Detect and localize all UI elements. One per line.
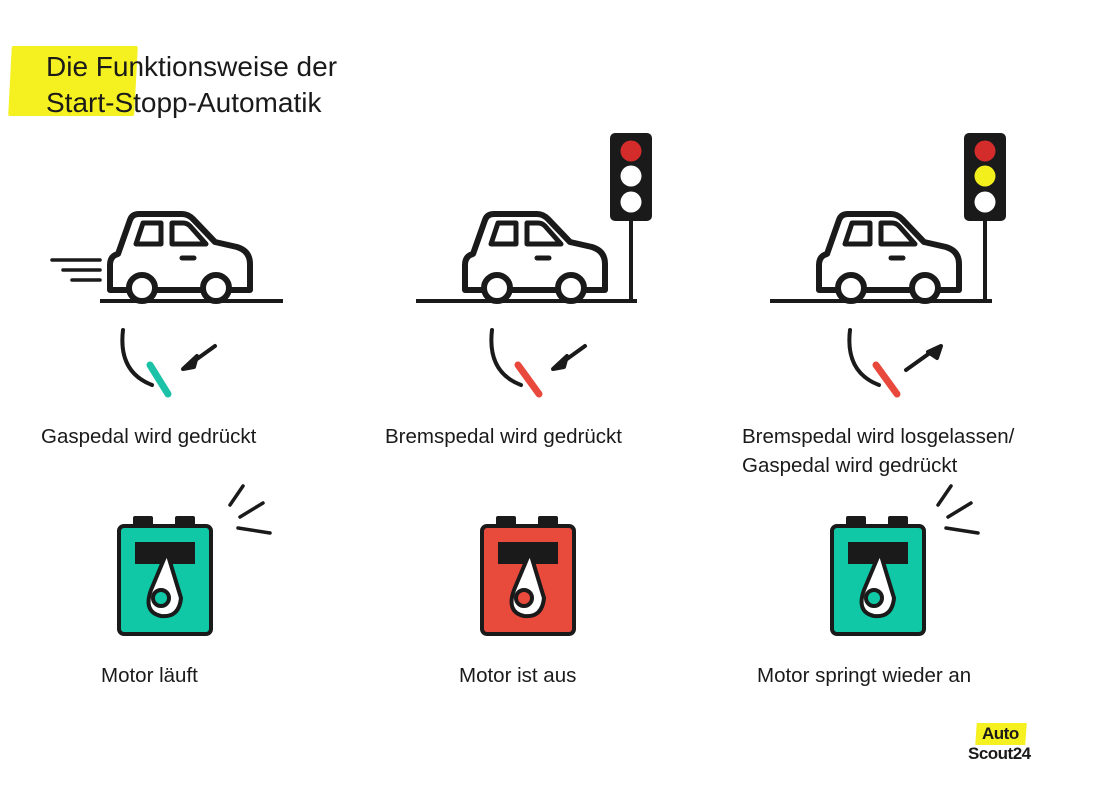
motor-running-icon-1 xyxy=(117,516,213,636)
motor-off-icon-2 xyxy=(480,516,576,636)
speed-lines-icon xyxy=(50,258,102,282)
car-icon-2 xyxy=(465,214,605,301)
logo-text-auto: Auto xyxy=(982,724,1019,743)
vibration-lines-icon-3 xyxy=(936,484,980,535)
motor-caption-1: Motor läuft xyxy=(101,664,198,687)
autoscout24-logo: Auto Scout24 xyxy=(968,722,1048,766)
motor-caption-3: Motor springt wieder an xyxy=(757,664,972,687)
pedal-caption-3-line-1: Bremspedal wird losgelassen/ xyxy=(742,425,1015,448)
logo-text-scout24: Scout24 xyxy=(968,744,1031,763)
car-icon-1 xyxy=(110,214,250,301)
title-block: Die Funktionsweise der Start-Stopp-Autom… xyxy=(8,44,410,124)
gas-pedal-icon xyxy=(120,328,217,398)
car-icon-3 xyxy=(819,214,959,301)
motor-restart-icon-3 xyxy=(830,516,926,636)
pedal-caption-3-line-2: Gaspedal wird gedrückt xyxy=(742,454,958,477)
title-line-1: Die Funktionsweise der xyxy=(46,51,338,82)
motor-caption-2: Motor ist aus xyxy=(459,664,577,687)
pedal-caption-1: Gaspedal wird gedrückt xyxy=(41,425,257,448)
title-line-2: Start-Stopp-Automatik xyxy=(46,87,322,118)
pedal-caption-2: Bremspedal wird gedrückt xyxy=(385,425,622,448)
traffic-light-icon-3 xyxy=(964,133,1006,301)
traffic-light-icon-2 xyxy=(610,133,652,301)
brake-pedal-icon-2 xyxy=(489,328,587,398)
brake-pedal-icon-3 xyxy=(847,328,943,398)
vibration-lines-icon-1 xyxy=(228,484,272,535)
